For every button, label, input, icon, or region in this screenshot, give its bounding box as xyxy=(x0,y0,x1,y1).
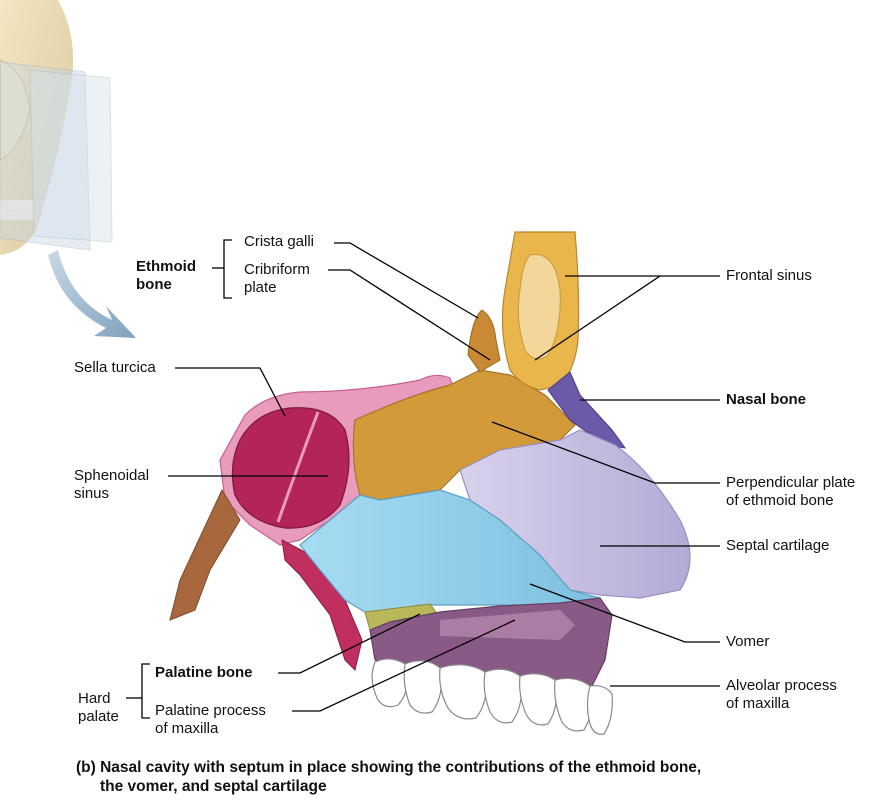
sphenoidal-sinus xyxy=(231,407,350,529)
caption-line-2: the vomer, and septal cartilage xyxy=(100,778,327,795)
label-septal-cartilage: Septal cartilage xyxy=(726,537,830,554)
sphenoid-posterior xyxy=(169,488,241,621)
label-vomer: Vomer xyxy=(726,633,770,650)
nasal-bone xyxy=(547,371,627,449)
septal-cartilage xyxy=(459,429,691,599)
label-nasal-bone: Nasal bone xyxy=(726,391,807,408)
crista-galli xyxy=(467,309,501,373)
label-sella-turcica: Sella turcica xyxy=(74,359,156,376)
skull-thumbnail xyxy=(0,0,113,255)
teeth xyxy=(371,658,613,735)
label-crista-galli: Crista galli xyxy=(244,233,315,250)
caption-line-1: (b) Nasal cavity with septum in place sh… xyxy=(76,759,702,776)
perpendicular-plate xyxy=(352,369,576,501)
leader-lines xyxy=(126,239,720,719)
curved-arrow xyxy=(48,250,136,338)
vomer-bone xyxy=(299,489,601,616)
label-frontal-sinus: Frontal sinus xyxy=(726,267,812,284)
label-palatine-bone: Palatine bone xyxy=(155,664,253,681)
